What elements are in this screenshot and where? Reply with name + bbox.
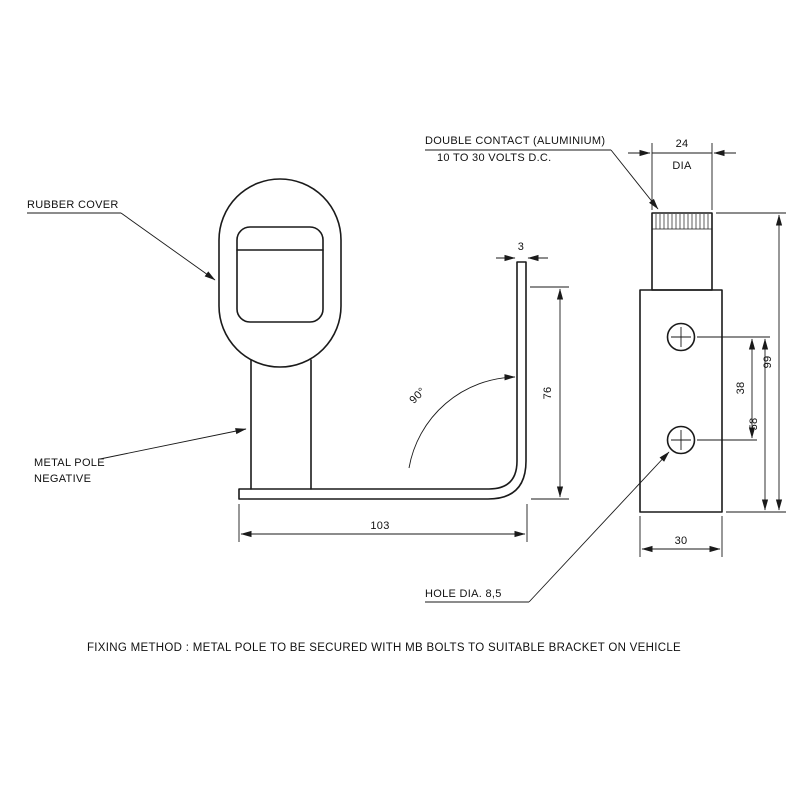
front-view [639,212,723,513]
dim-body-width-value: 30 [675,535,688,547]
rubber-cover-outline [218,178,342,368]
rubber-cover-window [236,226,324,323]
angle-arc [408,374,516,469]
mounting-hole-top [666,322,696,352]
dim-contact-diameter-unit: DIA [672,160,692,172]
dim-body-width: 30 [639,516,723,557]
hole-dia-label: HOLE DIA. 8,5 [425,588,502,600]
callout-rubber-cover: RUBBER COVER [27,199,216,281]
hole-circle [666,425,696,455]
dim-contact-diameter: 24 DIA [628,138,736,210]
dim-total-height: 99 [716,212,786,513]
fixing-note: FIXING METHOD : METAL POLE TO BE SECURED… [87,642,681,654]
dim-hole-spacing: 38 [697,336,770,441]
contact-cap [651,212,713,291]
hole-circle [666,322,696,352]
side-view [218,178,527,500]
dim-contact-diameter-value: 24 [676,138,689,150]
callout-double-contact: DOUBLE CONTACT (ALUMINIUM) 10 TO 30 VOLT… [425,135,659,210]
dim-hole-to-base: 58 [748,338,769,511]
dim-plate-height-value: 76 [542,387,554,400]
dim-plate-thickness-value: 3 [518,241,524,253]
dim-hole-spacing-value: 38 [735,382,747,395]
leader-line [120,212,216,281]
metal-pole-label: METAL POLE [34,457,105,469]
dim-base-length-value: 103 [370,520,389,532]
dim-plate-height: 76 [530,286,569,500]
dim-bend-angle: 90° [407,374,516,469]
leader-line [610,149,659,210]
callout-metal-pole: METAL POLE NEGATIVE [34,428,247,485]
lamp-body [639,289,723,513]
dim-total-height-value: 99 [762,356,774,369]
bracket-outline [238,261,527,500]
metal-pole-label-line2: NEGATIVE [34,473,91,485]
mounting-hole-bottom [666,425,696,455]
leader-line [99,428,247,460]
contact-knurl-texture [652,214,712,230]
dim-bend-angle-value: 90° [407,385,428,406]
double-contact-label: DOUBLE CONTACT (ALUMINIUM) [425,135,605,147]
dim-base-length: 103 [238,504,528,542]
dim-hole-to-base-value: 58 [748,418,760,431]
rubber-cover-label: RUBBER COVER [27,199,119,211]
leader-line [528,451,670,603]
double-contact-label-line2: 10 TO 30 VOLTS D.C. [437,152,552,164]
dim-plate-thickness: 3 [496,241,548,262]
callout-hole-dia: HOLE DIA. 8,5 [425,451,670,603]
